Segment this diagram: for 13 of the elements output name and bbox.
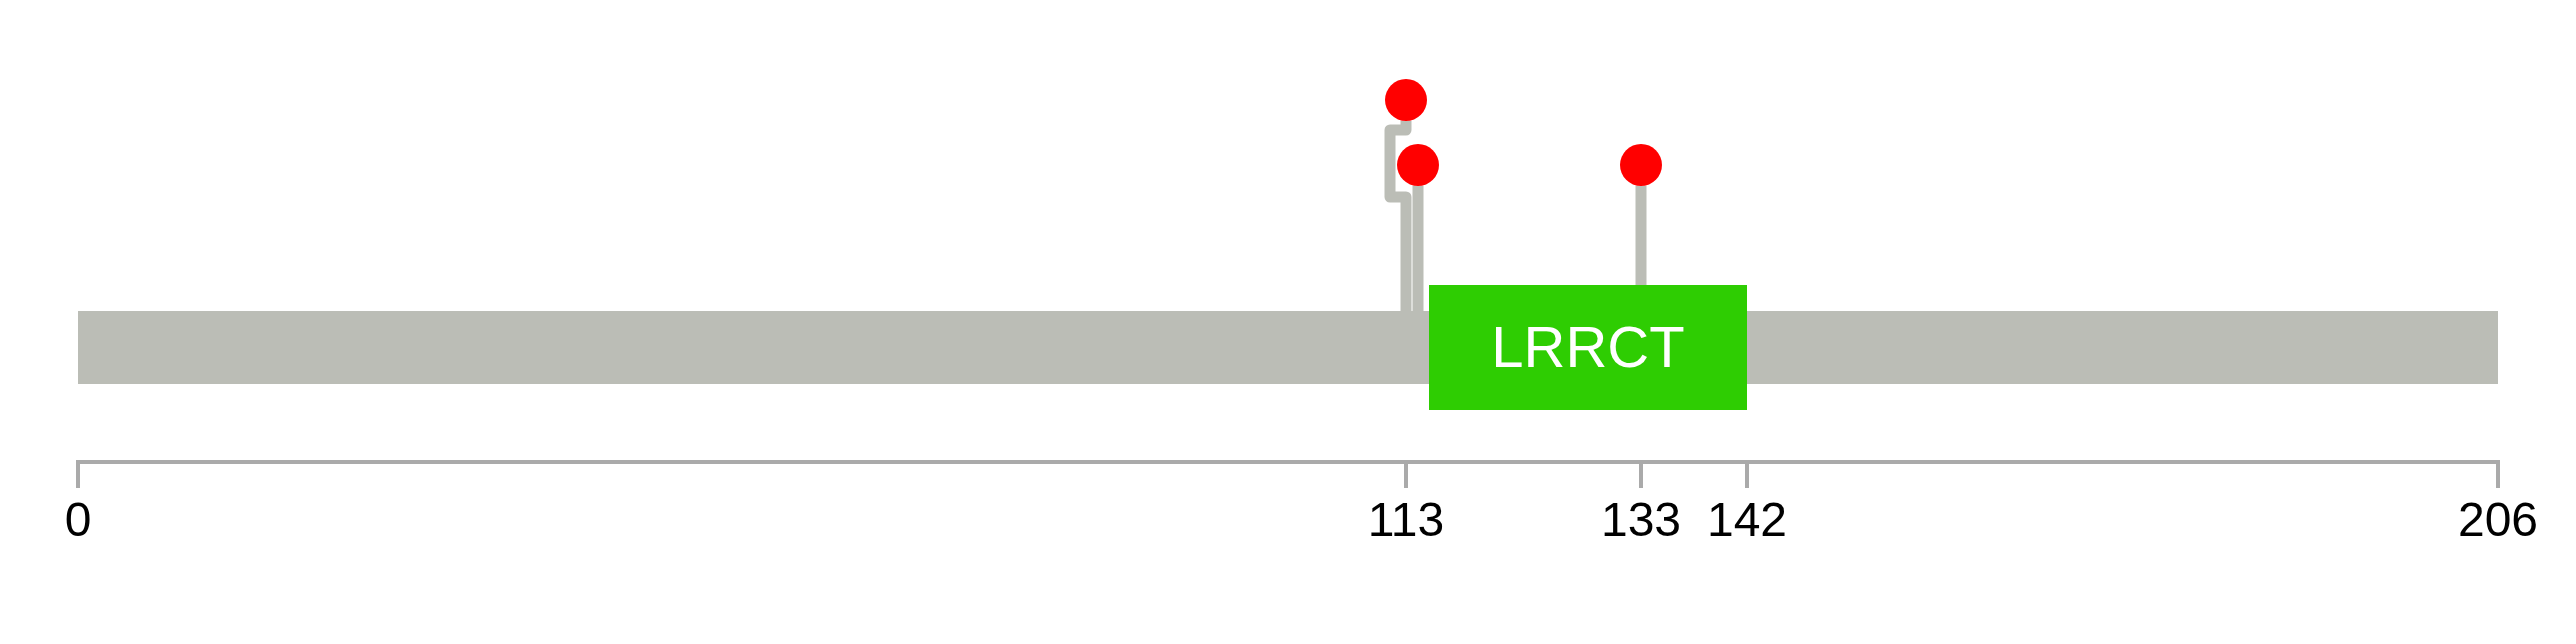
domain-box	[1429, 285, 1747, 410]
lollipop-stem	[1384, 121, 1412, 311]
mutation-dot	[1385, 79, 1427, 121]
mutation-dot	[1397, 144, 1439, 186]
tick-label: 0	[64, 496, 92, 544]
tick-label: 142	[1706, 496, 1788, 544]
tick-label: 133	[1600, 496, 1682, 544]
tick-label: 113	[1367, 496, 1445, 544]
mutation-dot	[1620, 144, 1662, 186]
tick-label: 206	[2457, 496, 2539, 544]
lollipop-stem	[1412, 186, 1424, 311]
domain-label: LRRCT	[1491, 319, 1685, 376]
lollipop-stem	[1635, 186, 1647, 285]
